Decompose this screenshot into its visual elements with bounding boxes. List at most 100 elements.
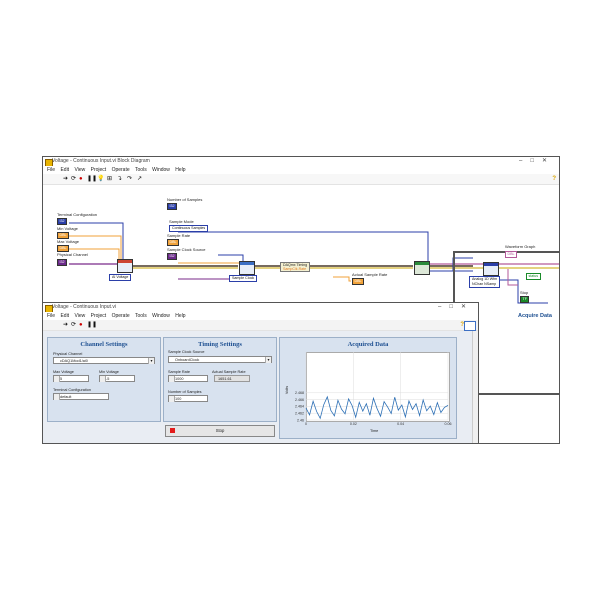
bd-menu-edit[interactable]: Edit	[60, 166, 70, 173]
fp-menu-operate[interactable]: Operate	[111, 312, 130, 319]
fp-window-controls[interactable]: –□✕	[438, 304, 474, 310]
bd-menu-help[interactable]: Help	[175, 166, 186, 173]
sample-rate-stepper-icon[interactable]	[169, 376, 175, 382]
stop-button[interactable]: Stop	[165, 425, 275, 437]
fp-run-arrow-icon[interactable]: ➜	[63, 322, 69, 328]
y-tick-label: 2.466	[295, 398, 304, 402]
chevron-down-icon[interactable]: ▾	[265, 357, 271, 363]
sample-rate-field[interactable]: 1000	[168, 375, 208, 382]
daqmx-create-channel-node[interactable]	[117, 259, 133, 273]
actual-sample-rate-label: Actual Sample Rate	[352, 272, 388, 277]
step-out-icon[interactable]: ↗	[137, 176, 143, 182]
sample-rate-constant[interactable]: DBL	[167, 239, 179, 246]
fp-menu-tools[interactable]: Tools	[135, 312, 147, 319]
min-voltage-label: Min Voltage	[57, 226, 78, 231]
read-format-selector[interactable]: Analog 1D Wfm NChan NSamp	[469, 276, 501, 288]
min-voltage-label: Min Voltage	[99, 370, 119, 374]
bd-menu-project[interactable]: Project	[90, 166, 107, 173]
property-node-item: SampClk.Rate	[283, 267, 307, 271]
sample-clock-source-field[interactable]: OnboardClock ▾	[168, 356, 272, 363]
run-arrow-icon[interactable]: ➜	[63, 176, 69, 182]
physical-channel-constant[interactable]: I32	[57, 259, 67, 266]
terminal-configuration-field[interactable]: default	[53, 393, 109, 400]
daqmx-start-task-node[interactable]	[414, 261, 430, 275]
wires-layer	[69, 222, 559, 304]
physical-channel-label: Physical Channel	[53, 352, 83, 356]
sample-clock-selector[interactable]: Sample Clock	[229, 275, 258, 282]
bd-menubar: File Edit View Project Operate Tools Win…	[43, 166, 559, 174]
fp-toolbar: ➜ ⟳ ● ❚❚ ?	[43, 320, 478, 331]
bd-menu-window[interactable]: Window	[152, 166, 170, 173]
bd-menu-view[interactable]: View	[74, 166, 86, 173]
step-into-icon[interactable]: ↴	[117, 176, 123, 182]
daqmx-read-node[interactable]	[483, 262, 499, 276]
y-tick-label: 2.464	[295, 405, 304, 409]
fp-menu-file[interactable]: File	[47, 312, 56, 319]
terminal-config-stepper-icon[interactable]	[54, 394, 60, 400]
abort-icon[interactable]: ●	[79, 176, 83, 182]
x-tick-label: 0.02	[350, 422, 357, 426]
sample-clock-source-label: Sample Clock Source	[168, 350, 205, 354]
daqmx-timing-node[interactable]	[239, 261, 255, 275]
retain-wire-values-icon[interactable]: ⊞	[107, 176, 113, 182]
pause-icon[interactable]: ❚❚	[87, 176, 98, 182]
y-tick-label: 2.462	[295, 412, 304, 416]
chevron-down-icon[interactable]: ▾	[148, 358, 154, 364]
context-help-icon[interactable]: ?	[552, 176, 556, 182]
fp-vertical-scrollbar[interactable]	[472, 331, 478, 443]
stop-terminal: TF	[520, 296, 530, 303]
fp-context-help-icon[interactable]: ?	[460, 322, 464, 328]
channel-settings-group: Channel Settings Physical Channel cDAQ1M…	[47, 337, 161, 422]
highlight-execution-icon[interactable]: 💡	[97, 176, 105, 182]
y-tick-label: 2.468	[295, 391, 304, 395]
daqmx-timing-property-node[interactable]: DAQmx Timing SampClk.Rate	[280, 262, 311, 272]
min-voltage-constant[interactable]: DBL	[57, 232, 69, 239]
fp-run-continuously-icon[interactable]: ⟳	[71, 322, 77, 328]
max-voltage-label: Max Voltage	[57, 239, 80, 244]
sample-rate-value: 1000	[175, 377, 184, 381]
graph-title: Acquired Data	[347, 341, 389, 348]
bd-menu-tools[interactable]: Tools	[135, 166, 147, 173]
min-voltage-field[interactable]: -5	[99, 375, 135, 382]
number-of-samples-constant[interactable]: I32	[167, 203, 177, 210]
fp-pause-icon[interactable]: ❚❚	[87, 322, 98, 328]
run-continuously-icon[interactable]: ⟳	[71, 176, 77, 182]
bd-window-controls[interactable]: –□✕	[519, 158, 555, 164]
number-of-samples-stepper-icon[interactable]	[169, 396, 175, 402]
actual-sample-rate-value: 1651.61	[218, 377, 232, 381]
terminal-configuration-constant[interactable]: I32	[57, 218, 67, 225]
bd-menu-file[interactable]: File	[47, 166, 56, 173]
max-voltage-stepper-icon[interactable]	[54, 376, 60, 382]
y-tick-label: 2.46	[297, 418, 304, 422]
stop-indicator-icon	[170, 428, 175, 433]
continuous-samples-selector[interactable]: Continuous Samples	[169, 225, 209, 232]
min-voltage-value: -5	[106, 377, 110, 381]
fp-menu-project[interactable]: Project	[90, 312, 107, 319]
read-format-nchan: NChan NSamp	[472, 282, 497, 286]
sample-rate-label: Sample Rate	[168, 370, 190, 374]
fp-abort-icon[interactable]: ●	[79, 322, 83, 328]
acquire-data-label: Acquire Data	[518, 313, 552, 319]
physical-channel-value: cDAQ1Mod1/ai0	[60, 359, 88, 363]
fp-menu-edit[interactable]: Edit	[60, 312, 70, 319]
fp-menu-help[interactable]: Help	[175, 312, 186, 319]
ai-voltage-selector[interactable]: AI Voltage	[109, 274, 132, 281]
bd-window-title: Voltage - Continuous Input.vi Block Diag…	[52, 158, 150, 164]
step-over-icon[interactable]: ↷	[127, 176, 133, 182]
fp-menu-window[interactable]: Window	[152, 312, 170, 319]
terminal-configuration-value: default	[60, 395, 72, 399]
sample-clock-source-constant[interactable]: I32	[167, 253, 177, 260]
bd-menu-operate[interactable]: Operate	[111, 166, 130, 173]
number-of-samples-field[interactable]: 100	[168, 395, 208, 402]
sample-clock-source-value: OnboardClock	[175, 358, 200, 362]
timing-settings-title: Timing Settings	[198, 341, 242, 348]
fp-menu-view[interactable]: View	[74, 312, 86, 319]
min-voltage-stepper-icon[interactable]	[100, 376, 106, 382]
max-voltage-constant[interactable]: DBL	[57, 245, 69, 252]
waveform-graph-terminal: DBL	[505, 251, 517, 258]
sample-clock-source-label: Sample Clock Source	[167, 247, 206, 252]
max-voltage-field[interactable]: 5	[53, 375, 89, 382]
physical-channel-field[interactable]: cDAQ1Mod1/ai0 ▾	[53, 357, 155, 364]
terminal-configuration-label: Terminal Configuration	[57, 212, 98, 217]
